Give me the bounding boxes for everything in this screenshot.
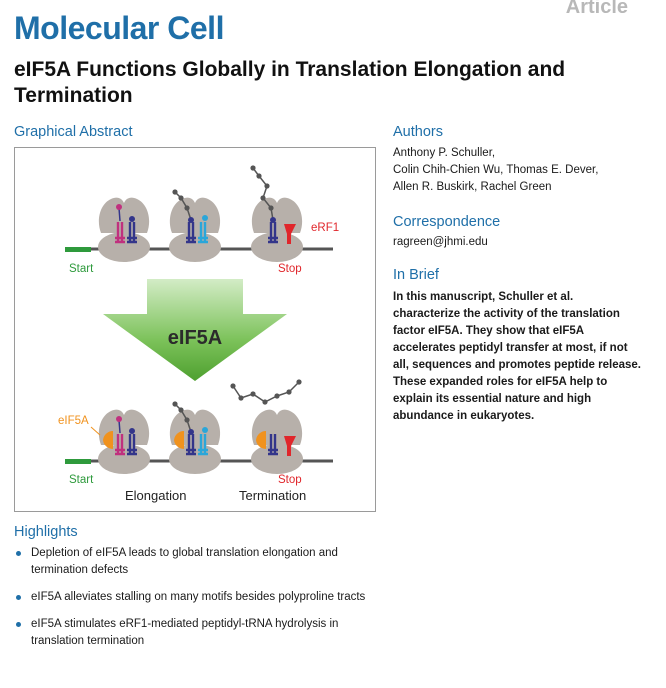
erf1-label: eRF1 [311,222,339,234]
highlight-item: eIF5A alleviates stalling on many motifs… [14,589,394,606]
author-line: Anthony P. Schuller, [393,147,496,159]
ribosome-4 [98,409,150,474]
bullet-icon [16,595,21,600]
journal-name: Molecular Cell [14,10,224,46]
highlights-heading: Highlights [14,524,78,540]
bullet-icon [16,622,21,627]
eif5a-arrow [103,279,287,381]
author-line: Allen R. Buskirk, Rachel Green [393,181,552,193]
graphical-abstract-figure: Start Stop eRF1 eIF5A [14,147,376,512]
ribosome-5 [169,401,221,474]
eif5a-factor-3 [256,430,266,450]
graphical-abstract-heading: Graphical Abstract [14,124,133,140]
highlights-list: Depletion of eIF5A leads to global trans… [14,545,394,660]
eif5a-pointer-line [90,426,101,436]
arrow-eif5a-label: eIF5A [168,327,222,349]
author-line: Colin Chih-Chien Wu, Thomas E. Dever, [393,164,599,176]
correspondence-heading: Correspondence [393,214,501,230]
start-label-bottom: Start [69,474,94,486]
elongation-label: Elongation [125,488,186,503]
highlight-item: eIF5A stimulates eRF1-mediated peptidyl-… [14,616,394,650]
in-brief-heading: In Brief [393,267,439,283]
eif5a-factor-1 [103,430,113,450]
released-peptide [230,379,302,405]
erf1-factor-top [284,224,296,244]
ribosome-3 [250,165,303,262]
stop-label-bottom: Stop [278,474,302,486]
graphical-abstract-diagram: Start Stop eRF1 eIF5A [58,165,339,503]
paper-title: eIF5A Functions Globally in Translation … [14,58,566,107]
in-brief-text: In this manuscript, Schuller et al. char… [393,291,641,422]
bullet-icon [16,551,21,556]
stop-label-top: Stop [278,263,302,275]
start-codon-mark-top [65,247,91,252]
author-list: Anthony P. Schuller, Colin Chih-Chien Wu… [393,145,643,196]
eif5a-factor-label: eIF5A [58,415,89,427]
termination-label: Termination [239,488,306,503]
correspondence-email[interactable]: ragreen@jhmi.edu [393,236,488,248]
eif5a-factor-2 [174,430,184,450]
start-label-top: Start [69,263,94,275]
ribosome-2 [169,189,221,262]
ribosome-1 [98,197,150,262]
authors-heading: Authors [393,124,443,140]
highlight-item: Depletion of eIF5A leads to global trans… [14,545,394,579]
start-codon-mark-bottom [65,459,91,464]
erf1-factor-bottom [284,436,296,456]
article-type-label: Article [565,0,628,18]
ribosome-6 [251,409,303,474]
